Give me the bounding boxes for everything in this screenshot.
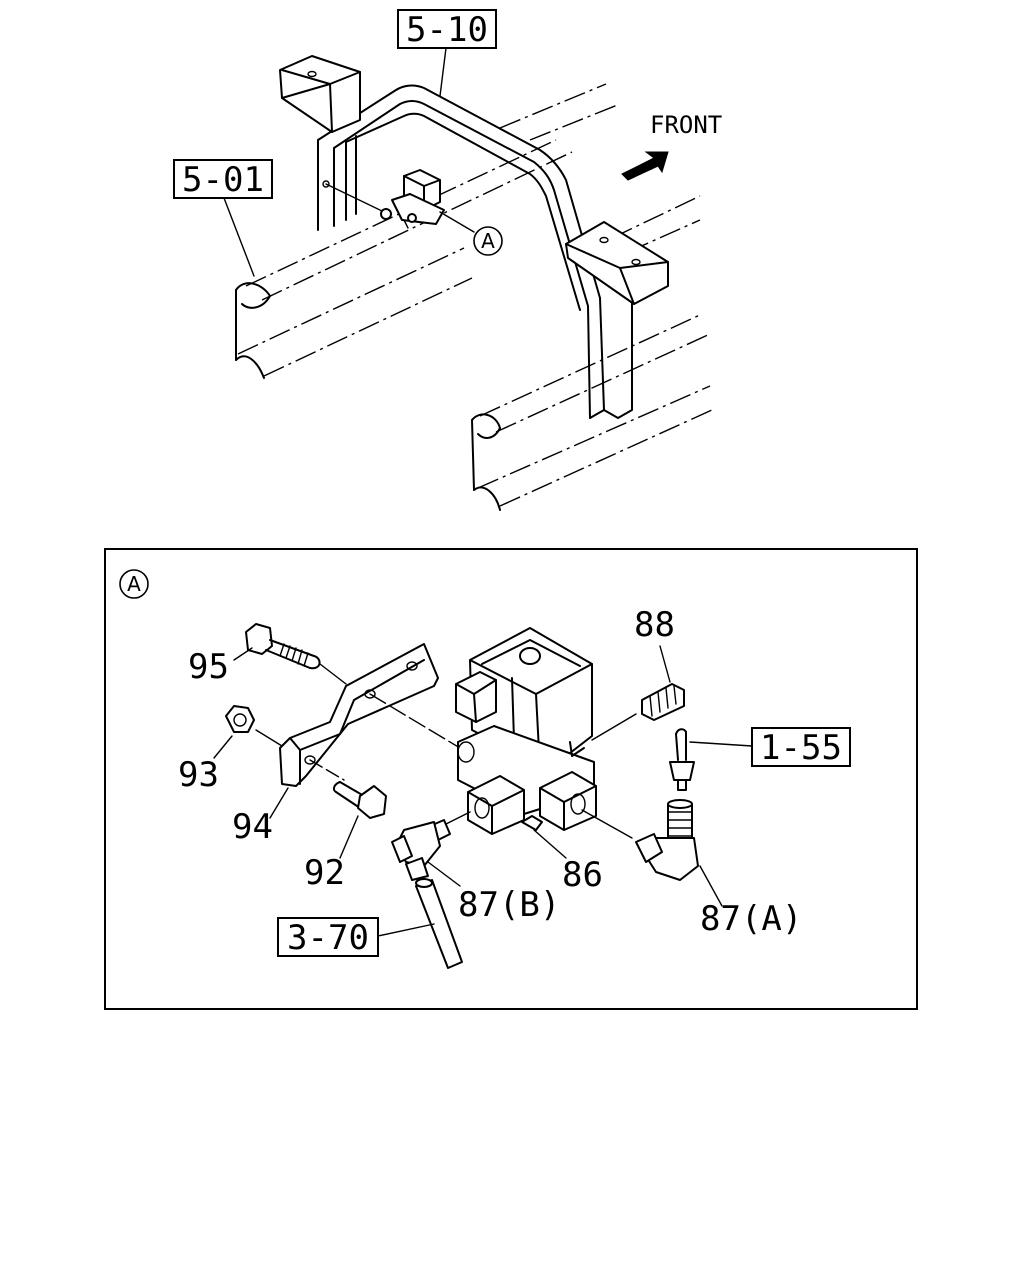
bolt-95: 95 — [188, 623, 347, 687]
part-95-label: 95 — [188, 647, 229, 687]
svg-text:A: A — [481, 229, 495, 253]
front-label: FRONT — [650, 111, 722, 139]
part-92-label: 92 — [304, 853, 345, 893]
part-87a-label: 87(A) — [700, 899, 802, 939]
tube-3-70: 3-70 — [277, 878, 463, 969]
sensor-1-55: 1-55 — [669, 727, 851, 791]
bolt-92: 92 — [304, 781, 387, 893]
part-88-label: 88 — [634, 605, 675, 645]
ref-1-55-label: 1-55 — [760, 728, 842, 768]
detail-frame — [104, 548, 918, 1010]
detail-marker-box: A — [119, 569, 149, 599]
ref-5-01-label: 5-01 — [182, 160, 264, 200]
detail-marker-top: A — [473, 226, 503, 256]
part-93-label: 93 — [178, 755, 219, 795]
svg-text:A: A — [127, 572, 141, 596]
part-86-label: 86 — [562, 855, 603, 895]
frame-overview — [235, 55, 713, 511]
bracket-94: 94 — [232, 643, 461, 847]
front-indicator: FRONT — [621, 111, 722, 181]
elbow-87b: 87(B) — [391, 819, 560, 925]
part-94-label: 94 — [232, 807, 273, 847]
ref-3-70-label: 3-70 — [287, 918, 369, 958]
elbow-87a: 87(A) — [635, 799, 802, 939]
arrow-icon — [621, 151, 669, 181]
plug-88: 88 — [634, 605, 685, 721]
callout-5-01: 5-01 — [173, 159, 273, 277]
ref-5-10-label: 5-10 — [406, 10, 488, 50]
callout-5-10: 5-10 — [397, 9, 497, 97]
fitting-86: 86 — [437, 771, 633, 895]
part-87b-label: 87(B) — [458, 885, 560, 925]
nut-93: 93 — [178, 705, 283, 795]
